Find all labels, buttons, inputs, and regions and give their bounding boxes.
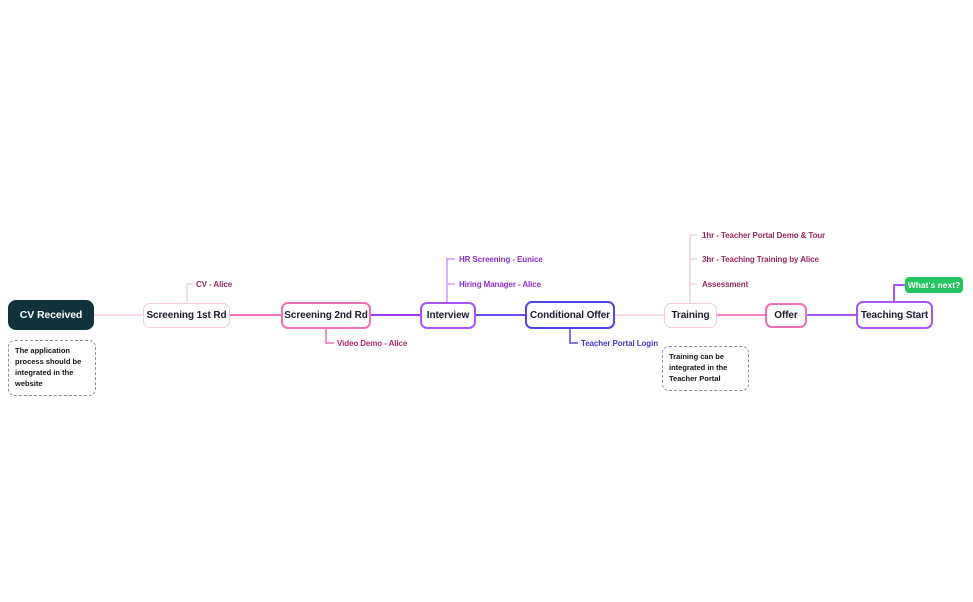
node-label: Training [671,310,710,321]
annotation-assessment[interactable]: Assessment [702,280,749,289]
annotation-teacher-portal-login[interactable]: Teacher Portal Login [581,339,658,348]
annotation-teaching-training[interactable]: 3hr - Teaching Training by Alice [702,255,819,264]
node-whats-next[interactable]: What's next? [905,277,963,293]
node-screening-1st-rd[interactable]: Screening 1st Rd [143,303,230,328]
annotation-video-demo-alice[interactable]: Video Demo - Alice [337,339,408,348]
annotation-portal-demo-tour[interactable]: 1hr - Teacher Portal Demo & Tour [702,231,826,240]
node-training[interactable]: Training [664,303,717,328]
annotation-hr-screening-eunice[interactable]: HR Screening - Eunice [459,255,543,264]
node-label: Offer [774,310,798,321]
branch-cv-alice [186,283,193,303]
note-training-portal[interactable]: Training can be integrated in the Teache… [662,346,749,391]
note-application-process[interactable]: The application process should be integr… [8,340,96,396]
annotation-hiring-manager-alice[interactable]: Hiring Manager - Alice [459,280,541,289]
node-label: Conditional Offer [530,309,610,321]
node-screening-2nd-rd[interactable]: Screening 2nd Rd [281,302,371,329]
node-label: Teaching Start [860,309,929,321]
node-label: Interview [426,310,470,321]
branch-training-annotations [689,234,697,303]
node-interview[interactable]: Interview [420,302,476,329]
node-label: CV Received [19,309,83,321]
node-label: What's next? [907,280,961,290]
branch-interview-annotations [446,258,455,302]
node-label: Screening 1st Rd [146,310,227,321]
annotation-cv-alice[interactable]: CV - Alice [196,280,233,289]
node-cv-received[interactable]: CV Received [8,300,94,330]
node-teaching-start[interactable]: Teaching Start [856,301,933,329]
node-label: Screening 2nd Rd [284,310,368,321]
branch-teacher-portal-login [569,329,578,344]
node-conditional-offer[interactable]: Conditional Offer [525,301,615,329]
branch-whats-next [893,284,905,301]
node-offer[interactable]: Offer [765,303,807,328]
branch-video-demo [325,328,334,344]
